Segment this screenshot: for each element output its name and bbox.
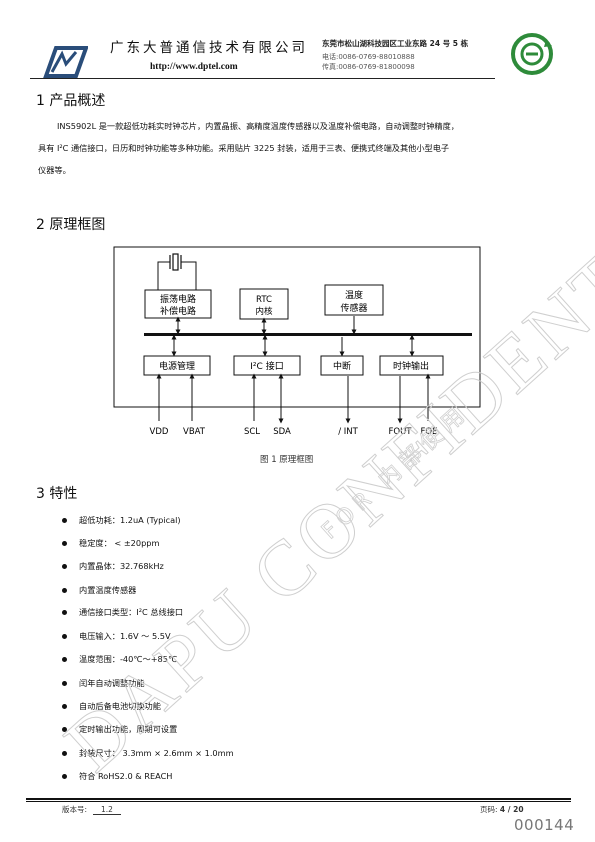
feature-item: 稳定度： < ±20ppm [62, 537, 159, 549]
pin-fout: FOUT [389, 427, 413, 437]
bullet-icon [62, 540, 67, 546]
block-power-label: 电源管理 [159, 360, 195, 372]
block-temp-sensor [324, 284, 384, 316]
section-block-heading: 2 原理框图 [36, 217, 106, 233]
bullet-icon [62, 633, 67, 639]
company-tel: 电话:0086-0769-88010888 [322, 53, 415, 61]
bullet-icon [62, 703, 67, 709]
block-temp-line1: 温度 [345, 289, 363, 301]
feature-item: 通信接口类型：I²C 总线接口 [62, 606, 183, 618]
header-divider [30, 78, 495, 79]
overview-line-1: INS5902L 是一款超低功耗实时钟芯片，内置晶振、高精度温度传感器以及温度补… [57, 121, 459, 131]
block-clkout-label: 时钟输出 [393, 360, 429, 372]
bullet-icon [62, 563, 67, 569]
footer-divider-thick [26, 798, 571, 800]
feature-item: 电压输入：1.6V ～ 5.5V [62, 630, 171, 642]
company-url[interactable]: http://www.dptel.com [150, 62, 238, 72]
block-rtc [239, 288, 289, 320]
pin-scl: SCL [244, 427, 260, 437]
footer-page: 页码: 4 / 20 [480, 804, 524, 815]
block-rtc-line1: RTC [256, 295, 272, 305]
bullet-icon [62, 587, 67, 593]
internal-bus [144, 333, 472, 336]
pin-vdd: VDD [150, 427, 169, 437]
feature-item: 内置晶体：32.768kHz [62, 560, 164, 572]
bullet-icon [62, 609, 67, 615]
pin-vbat: VBAT [183, 427, 206, 437]
eco-certification-icon [511, 33, 553, 75]
stamp-number: 000144 [514, 816, 575, 834]
block-interrupt [320, 355, 364, 376]
company-fax: 传真:0086-0769-81800098 [322, 63, 415, 71]
diagram-frame [113, 246, 481, 408]
version-label: 版本号: [62, 805, 88, 814]
footer-divider-thin [26, 801, 571, 802]
block-power [143, 355, 211, 376]
feature-item: 超低功耗：1.2uA (Typical) [62, 514, 181, 526]
bullet-icon [62, 656, 67, 662]
feature-item: 温度范围：-40℃～+85℃ [62, 653, 177, 665]
block-interrupt-label: 中断 [333, 360, 351, 372]
page-number: 4 / 20 [499, 805, 524, 814]
bullet-icon [62, 750, 67, 756]
block-i2c [233, 355, 301, 376]
pin-foe: FOE [421, 427, 438, 437]
figure-caption: 图 1 原理框图 [260, 455, 314, 465]
feature-item: 自动后备电池切换功能 [62, 700, 161, 712]
pin-int: / INT [338, 427, 358, 437]
page-label: 页码: [480, 805, 498, 814]
company-logo-icon [43, 46, 88, 78]
company-name: 广东大普通信技术有限公司 [110, 40, 308, 56]
pin-sda: SDA [273, 427, 291, 437]
crystal-icon [157, 253, 197, 290]
section-features-heading: 3 特性 [36, 486, 78, 502]
overview-line-2: 具有 I²C 通信接口，日历和时钟功能等多种功能。采用贴片 3225 封装，适用… [38, 143, 450, 153]
block-temp-line2: 传感器 [340, 302, 367, 314]
feature-item: 闰年自动调整功能 [62, 677, 145, 689]
feature-item: 定时输出功能，周期可设置 [62, 723, 177, 735]
feature-item: 符合 RoHS2.0 & REACH [62, 770, 172, 782]
block-rtc-line2: 内核 [255, 306, 273, 317]
overview-paragraph: INS5902L 是一款超低功耗实时钟芯片，内置晶振、高精度温度传感器以及温度补… [38, 115, 577, 181]
section-overview-heading: 1 产品概述 [36, 93, 106, 109]
block-osc-line2: 补偿电路 [160, 305, 196, 317]
overview-line-3: 仪器等。 [38, 165, 71, 175]
version-value: 1.2 [93, 805, 121, 815]
block-i2c-label: I²C 接口 [250, 360, 283, 372]
bullet-icon [62, 517, 67, 523]
feature-item: 封装尺寸： 3.3mm × 2.6mm × 1.0mm [62, 747, 234, 759]
bullet-icon [62, 773, 67, 779]
block-diagram: 振荡电路 补偿电路 RTC 内核 温度 传感器 电源管理 I²C 接口 中断 时… [113, 246, 481, 437]
block-clkout [379, 355, 444, 376]
feature-item: 内置温度传感器 [62, 584, 136, 596]
block-osc-line1: 振荡电路 [160, 293, 196, 305]
footer-version: 版本号: 1.2 [62, 804, 121, 815]
watermark-line-1: DAPU CONFIDENTIAL [48, 140, 595, 788]
bullet-icon [62, 726, 67, 732]
bullet-icon [62, 680, 67, 686]
company-address: 东莞市松山湖科技园区工业东路 24 号 5 栋 [322, 39, 469, 48]
